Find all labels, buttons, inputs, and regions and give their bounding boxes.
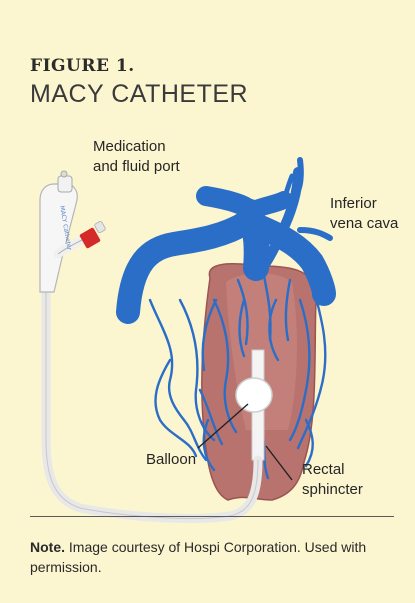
divider	[30, 516, 394, 517]
note-text: Image courtesy of Hospi Corporation. Use…	[30, 539, 366, 575]
label-balloon: Balloon	[146, 450, 196, 470]
label-rectal-sphincter: Rectal sphincter	[302, 460, 363, 500]
label-medication-port: Medication and fluid port	[93, 137, 180, 177]
figure-note: Note. Image courtesy of Hospi Corporatio…	[30, 537, 390, 577]
medication-port	[58, 176, 72, 192]
note-prefix: Note.	[30, 539, 65, 555]
label-inferior-vena-cava: Inferior vena cava	[330, 194, 398, 234]
balloon-shape	[236, 378, 272, 412]
